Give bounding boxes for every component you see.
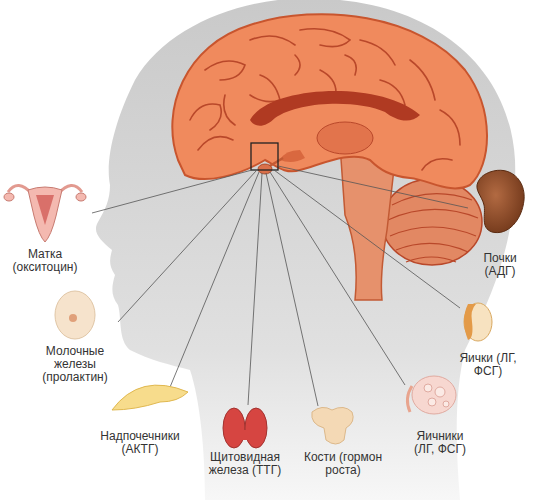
breast-nipple <box>69 314 77 322</box>
hypothalamus <box>280 150 305 162</box>
corpus-callosum <box>250 91 420 126</box>
organ-label: Надпочечники (АКТГ) <box>94 430 186 456</box>
ovary-follicle <box>428 398 436 406</box>
cerebellum-folia <box>388 194 478 262</box>
breast-body <box>55 291 95 339</box>
label-slot: Почки (АДГ) <box>470 252 530 278</box>
ovary-follicle <box>443 401 449 407</box>
ovary-icon <box>407 376 456 414</box>
breast-icon <box>55 291 95 339</box>
label-slot: Щитовидная железа (ТТГ) <box>205 451 285 477</box>
label-slot: Яички (ЛГ, ФСГ) <box>453 352 523 378</box>
ovary-body <box>412 376 456 414</box>
label-slot: Надпочечники (АКТГ) <box>94 430 186 456</box>
ovary-follicle <box>435 387 445 397</box>
organ-label: Щитовидная железа (ТТГ) <box>205 451 285 477</box>
label-slot: Матка (окситоцин) <box>7 248 83 274</box>
ovary-tube <box>407 386 412 412</box>
adrenal-icon <box>112 385 188 410</box>
organ-label: Матка (окситоцин) <box>7 248 83 274</box>
organ-label: Яички (ЛГ, ФСГ) <box>453 352 523 378</box>
uterus-ovary <box>76 193 86 201</box>
thyroid-isthmus <box>238 430 252 440</box>
organ-label: Яичники (ЛГ, ФСГ) <box>405 430 475 456</box>
bone-icon <box>312 407 353 444</box>
thyroid-lobe <box>245 408 267 448</box>
organ-label: Почки (АДГ) <box>470 252 530 278</box>
uterus-cavity <box>36 195 54 225</box>
uterus-body <box>28 187 62 242</box>
leader-line <box>118 171 256 322</box>
leader-line <box>248 173 262 405</box>
leader-line <box>168 172 259 392</box>
leader-lines <box>92 166 468 406</box>
leader-line <box>278 166 468 208</box>
uterus-icon <box>4 185 86 242</box>
testis-epididymis <box>464 304 476 340</box>
testis-body <box>464 303 492 341</box>
leader-line <box>274 170 460 308</box>
leader-line <box>266 173 318 406</box>
testis-icon <box>464 303 492 341</box>
thalamus <box>317 122 373 154</box>
kidney-icon <box>477 170 524 232</box>
organ-label: Молочные железы (пролактин) <box>35 345 115 384</box>
thyroid-icon <box>223 408 267 448</box>
label-slot: Молочные железы (пролактин) <box>35 345 115 384</box>
label-slot: Кости (гормон роста) <box>293 451 393 477</box>
ovary-follicle <box>424 384 432 392</box>
pituitary-box <box>251 143 278 170</box>
leader-line <box>92 170 252 213</box>
leader-line <box>270 172 405 385</box>
organ-label: Кости (гормон роста) <box>293 451 393 477</box>
uterus-ovary <box>4 193 14 201</box>
gyri <box>190 29 460 170</box>
cerebrum <box>172 14 487 188</box>
head-silhouette <box>96 0 515 500</box>
thyroid-lobe <box>223 408 245 448</box>
label-slot: Яичники (ЛГ, ФСГ) <box>405 430 475 456</box>
